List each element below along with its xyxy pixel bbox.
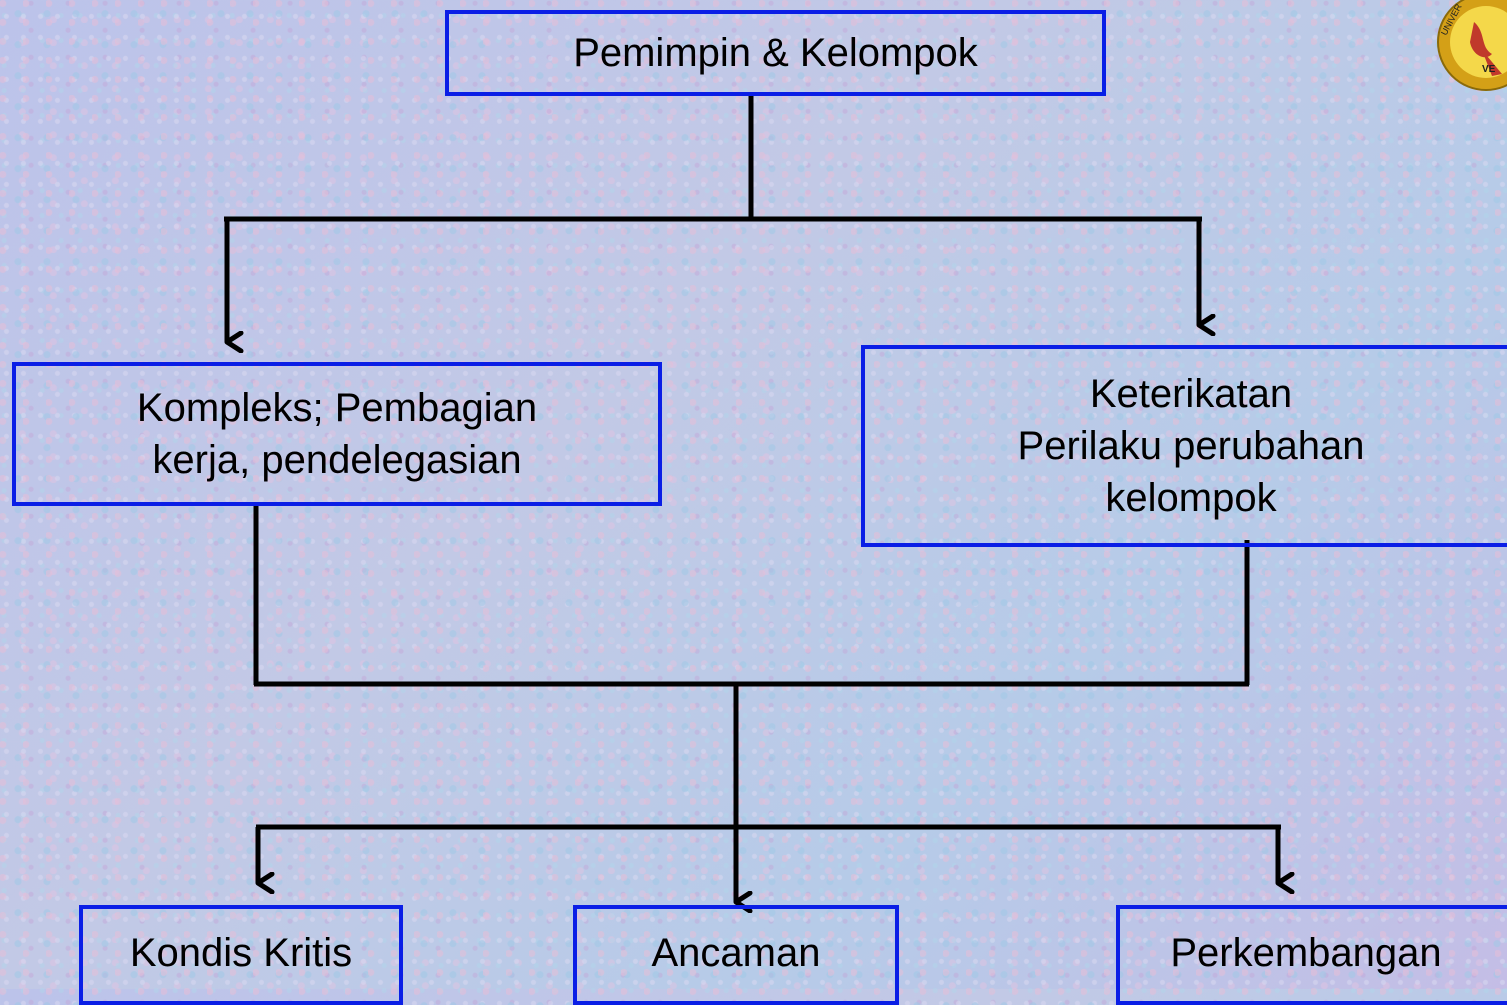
- node-perkembangan: Perkembangan: [1116, 905, 1507, 1005]
- node-ancaman: Ancaman: [573, 905, 899, 1005]
- node-pemimpin-kelompok: Pemimpin & Kelompok: [445, 10, 1106, 96]
- node-kondisi-kritis: Kondis Kritis: [79, 905, 403, 1005]
- node-kompleks: Kompleks; Pembagian kerja, pendelegasian: [12, 362, 662, 506]
- university-emblem-icon: UNIVER VE: [1436, 0, 1507, 96]
- svg-text:VE: VE: [1482, 64, 1496, 75]
- node-keterikatan: Keterikatan Perilaku perubahan kelompok: [861, 345, 1507, 547]
